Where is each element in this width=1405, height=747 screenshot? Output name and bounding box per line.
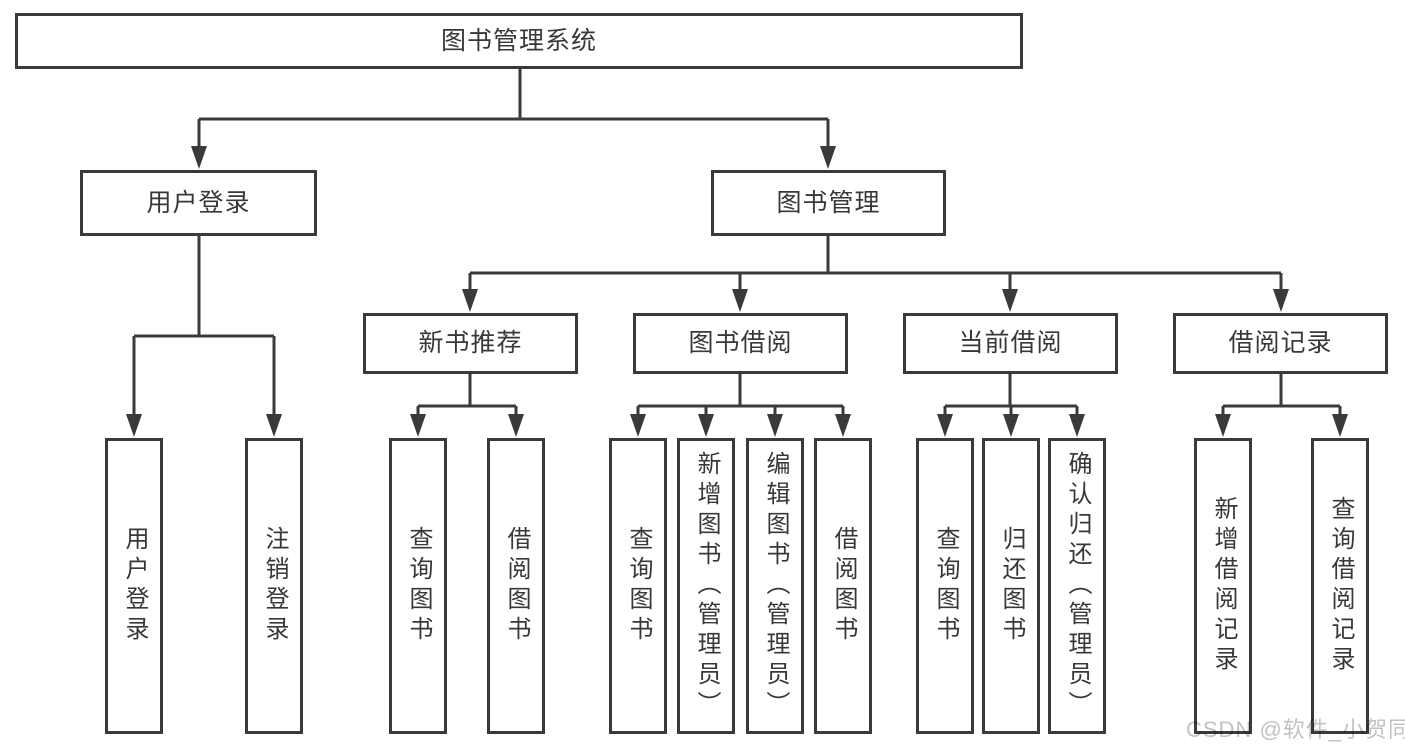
node-label: 借阅记录 [1228, 329, 1333, 357]
node-current-borrow: 当前借阅 [903, 313, 1118, 374]
leaf-add-books-admin: 新增图书（管理员） [677, 438, 735, 734]
node-label: 新书推荐 [418, 329, 523, 357]
node-label: 用户登录 [146, 188, 251, 217]
node-label: 用户登录 [121, 526, 148, 646]
node-label: 图书管理系统 [440, 26, 597, 55]
node-book-borrow: 图书借阅 [633, 313, 848, 374]
node-new-book-recommend: 新书推荐 [363, 313, 578, 374]
node-label: 查询借阅记录 [1327, 496, 1354, 676]
leaf-query-books-borrow: 查询图书 [609, 438, 667, 734]
node-label: 查询图书 [405, 526, 432, 646]
leaf-add-borrow-record: 新增借阅记录 [1194, 438, 1252, 734]
leaf-user-login: 用户登录 [105, 438, 163, 734]
node-label: 当前借阅 [958, 329, 1063, 357]
leaf-query-books-recommend: 查询图书 [389, 438, 447, 734]
node-label: 借阅图书 [503, 526, 530, 646]
arrowheads [126, 146, 1348, 437]
watermark: CSDN @软件_小贺同学 [1186, 717, 1405, 742]
node-label: 注销登录 [261, 526, 288, 646]
node-library-management-system: 图书管理系统 [15, 13, 1023, 69]
leaf-logout: 注销登录 [245, 438, 303, 734]
node-label: 新增借阅记录 [1210, 496, 1237, 676]
node-label: 图书管理 [776, 188, 881, 217]
node-label: 编辑图书（管理员） [762, 451, 789, 721]
node-user-login: 用户登录 [80, 170, 317, 236]
leaf-confirm-return-admin: 确认归还（管理员） [1048, 438, 1106, 734]
node-label: 归还图书 [998, 526, 1025, 646]
node-borrow-records: 借阅记录 [1173, 313, 1388, 374]
leaf-borrow-books-recommend: 借阅图书 [487, 438, 545, 734]
leaf-query-books-current: 查询图书 [916, 438, 974, 734]
node-label: 新增图书（管理员） [693, 451, 720, 721]
leaf-query-borrow-record: 查询借阅记录 [1311, 438, 1369, 734]
node-label: 查询图书 [932, 526, 959, 646]
node-label: 查询图书 [625, 526, 652, 646]
leaf-edit-books-admin: 编辑图书（管理员） [746, 438, 804, 734]
node-book-management: 图书管理 [711, 170, 946, 236]
leaf-return-books: 归还图书 [982, 438, 1040, 734]
node-label: 确认归还（管理员） [1064, 451, 1091, 721]
leaf-borrow-books: 借阅图书 [814, 438, 872, 734]
node-label: 图书借阅 [688, 329, 793, 357]
node-label: 借阅图书 [830, 526, 857, 646]
